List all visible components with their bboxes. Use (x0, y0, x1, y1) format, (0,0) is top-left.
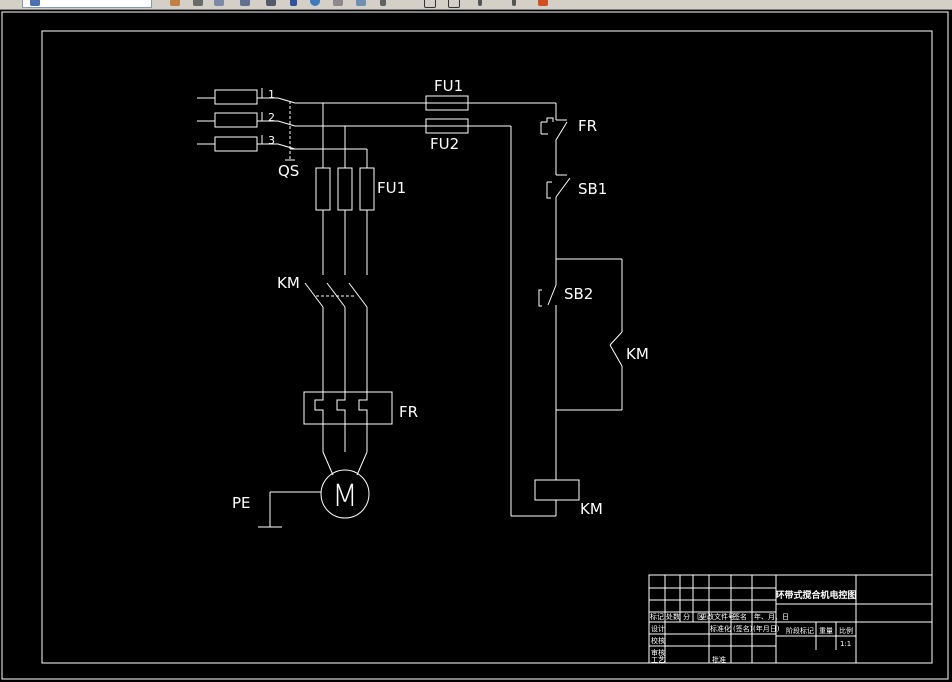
snap-icon[interactable] (512, 0, 516, 6)
rect-icon[interactable] (424, 0, 436, 8)
drawing-title: 环带式搅合机电控图 (775, 589, 856, 601)
motor-m-label: M (332, 479, 358, 514)
fu1-main-label: FU1 (377, 179, 406, 197)
block-icon[interactable] (333, 0, 343, 6)
tb-sign: (签名) (733, 624, 753, 633)
grid-icon[interactable] (266, 0, 276, 6)
km-main-label: KM (277, 274, 300, 292)
tb-process: 工艺 (651, 656, 665, 664)
tb-hdr-date: 年、月、日 (754, 612, 789, 621)
tb-review: 审核 (651, 648, 665, 657)
layer-dropdown[interactable] (22, 0, 152, 8)
properties-icon[interactable] (240, 0, 250, 6)
tb-check: 校核 (651, 636, 665, 645)
fr-main-label: FR (399, 403, 418, 421)
tb-date: (年月日) (753, 624, 780, 633)
tb-stage: 阶段标记 (786, 626, 814, 635)
terminal-1-label: 1 (268, 88, 275, 101)
tb-hdr-div: 分 (683, 612, 690, 621)
tb-scale-value: 1:1 (840, 640, 851, 648)
tb-std: 标准化 (710, 624, 731, 633)
fu1-top-label: FU1 (434, 77, 463, 95)
terminal-2-label: 2 (268, 111, 275, 124)
tb-hdr-docno: 更改文件号 (700, 612, 735, 621)
cad-toolbar (0, 0, 952, 10)
tb-approve: 批准 (712, 655, 726, 664)
layer-icon[interactable] (30, 0, 40, 6)
fu2-label: FU2 (430, 135, 459, 153)
arrow-down-icon[interactable] (290, 0, 297, 6)
pe-ground (258, 491, 321, 528)
qs-label: QS (278, 162, 299, 180)
tb-hdr-sign: 签名 (733, 612, 747, 621)
motor-symbol (320, 469, 370, 519)
km-coil (534, 479, 580, 501)
table-icon[interactable] (448, 0, 460, 8)
fr-ctrl-label: FR (578, 117, 597, 135)
lightning-icon[interactable] (538, 0, 548, 6)
zoom-icon[interactable] (356, 0, 366, 6)
paper-border (1, 11, 949, 680)
drawing-frame (41, 30, 933, 664)
fu1-main-fuses (315, 167, 375, 275)
title-block (648, 574, 933, 664)
fr-thermal-relay (303, 391, 393, 476)
ortho-icon[interactable] (478, 0, 482, 6)
copy-icon[interactable] (214, 0, 224, 6)
sb1-label: SB1 (578, 180, 607, 198)
tb-weight: 重量 (819, 627, 833, 635)
tb-hdr-mark: 标记 (650, 612, 664, 621)
sb2-start-button (538, 259, 557, 410)
tb-design: 设计 (651, 624, 665, 633)
brush-icon[interactable] (193, 0, 203, 6)
terminal-3-label: 3 (268, 134, 275, 147)
fr-nc-contact (540, 117, 568, 175)
line-icon[interactable] (380, 0, 386, 6)
tb-hdr-zone: 区 (697, 613, 704, 621)
km-holding-contact (556, 331, 623, 411)
tb-hdr-count: 处数 (666, 612, 680, 621)
sb1-stop-button (546, 174, 571, 259)
tb-scale: 比例 (839, 626, 853, 635)
pencil-icon[interactable] (170, 0, 180, 6)
km-aux-label: KM (626, 345, 649, 363)
power-input (197, 88, 278, 152)
refresh-icon[interactable] (310, 0, 320, 6)
km-coil-label: KM (580, 500, 603, 518)
km-main-contacts (304, 282, 368, 392)
pe-label: PE (232, 494, 251, 512)
drawing-canvas[interactable]: 1 2 3 QS FU1 FU2 FU1 KM (0, 10, 952, 682)
sb2-label: SB2 (564, 285, 593, 303)
qs-disconnect-switch (277, 97, 555, 161)
